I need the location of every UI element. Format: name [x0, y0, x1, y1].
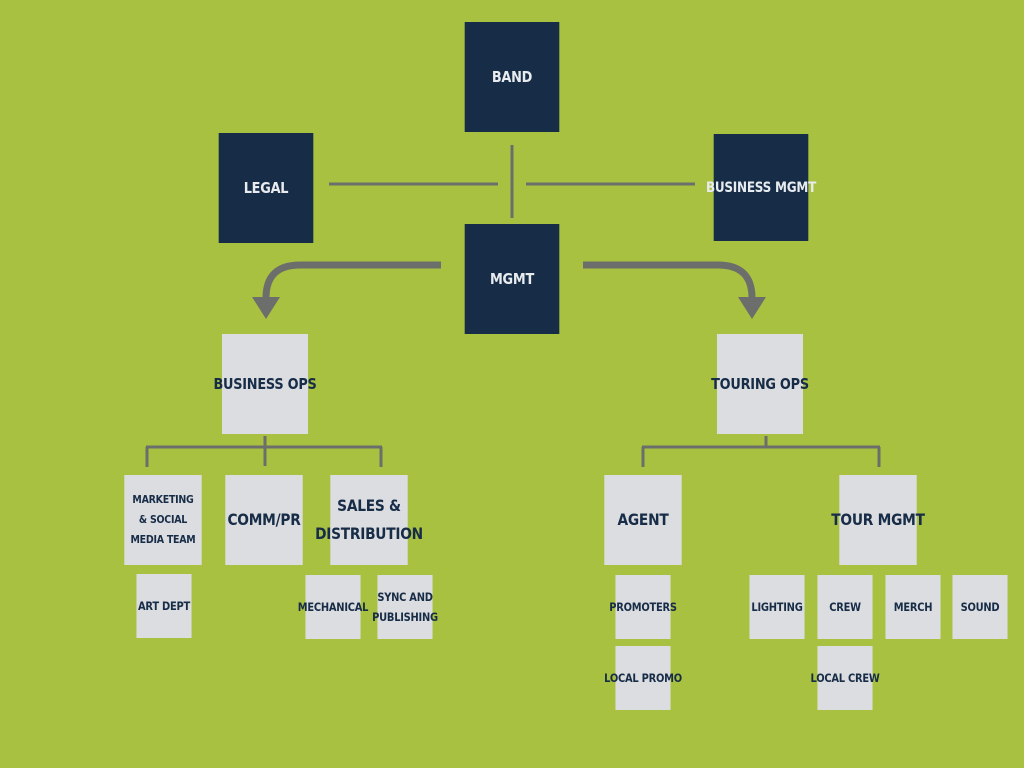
node-marketing-social-label: MARKETING & SOCIAL MEDIA TEAM [130, 493, 196, 546]
node-merch-label: MERCH [893, 600, 933, 614]
arrow-to-business-ops [262, 261, 441, 299]
node-mechanical-label: MECHANICAL [297, 600, 369, 614]
arrowhead-touring-ops [738, 297, 766, 319]
node-business-mgmt-label: BUSINESS MGMT [705, 179, 817, 196]
arrowhead-business-ops [252, 297, 280, 319]
node-tour-mgmt-label: TOUR MGMT [831, 510, 925, 529]
node-band-label: BAND [491, 68, 533, 86]
node-marketing-social: MARKETING & SOCIAL MEDIA TEAM [124, 475, 202, 565]
node-agent: AGENT [604, 475, 682, 565]
node-touring-ops-label: TOURING OPS [711, 375, 809, 393]
node-tour-mgmt: TOUR MGMT [831, 475, 925, 565]
node-band: BAND [464, 22, 560, 132]
node-promoters: PROMOTERS [609, 575, 677, 639]
node-agent-label: AGENT [617, 510, 669, 529]
node-sync-publishing-label: SYNC AND PUBLISHING [372, 590, 438, 624]
node-sales-distribution: SALES & DISTRIBUTION [315, 475, 423, 565]
node-merch: MERCH [885, 575, 941, 639]
node-lighting-label: LIGHTING [751, 600, 803, 614]
node-art-dept: ART DEPT [136, 574, 192, 638]
node-local-crew-label: LOCAL CREW [810, 671, 880, 685]
node-touring-ops: TOURING OPS [711, 334, 809, 434]
node-legal: LEGAL [218, 133, 314, 243]
node-crew-label: CREW [829, 600, 861, 614]
node-business-ops: BUSINESS OPS [213, 334, 317, 434]
node-sound-label: SOUND [960, 600, 1000, 614]
arrow-to-touring-ops [583, 261, 756, 299]
node-crew: CREW [817, 575, 873, 639]
node-sync-publishing: SYNC AND PUBLISHING [372, 575, 438, 639]
node-legal-label: LEGAL [243, 179, 289, 197]
node-business-ops-label: BUSINESS OPS [213, 375, 317, 393]
node-local-promo-label: LOCAL PROMO [604, 671, 682, 685]
node-sound: SOUND [952, 575, 1008, 639]
node-mgmt-label: MGMT [489, 270, 535, 288]
node-comm-pr: COMM/PR [225, 475, 303, 565]
node-mgmt: MGMT [464, 224, 560, 334]
node-promoters-label: PROMOTERS [609, 600, 677, 614]
node-art-dept-label: ART DEPT [138, 599, 190, 613]
node-local-promo: LOCAL PROMO [604, 646, 682, 710]
node-business-mgmt: BUSINESS MGMT [706, 134, 816, 241]
node-mechanical: MECHANICAL [298, 575, 368, 639]
node-lighting: LIGHTING [749, 575, 805, 639]
node-comm-pr-label: COMM/PR [227, 510, 301, 529]
node-local-crew: LOCAL CREW [811, 646, 880, 710]
node-sales-distribution-label: SALES & DISTRIBUTION [315, 496, 423, 543]
